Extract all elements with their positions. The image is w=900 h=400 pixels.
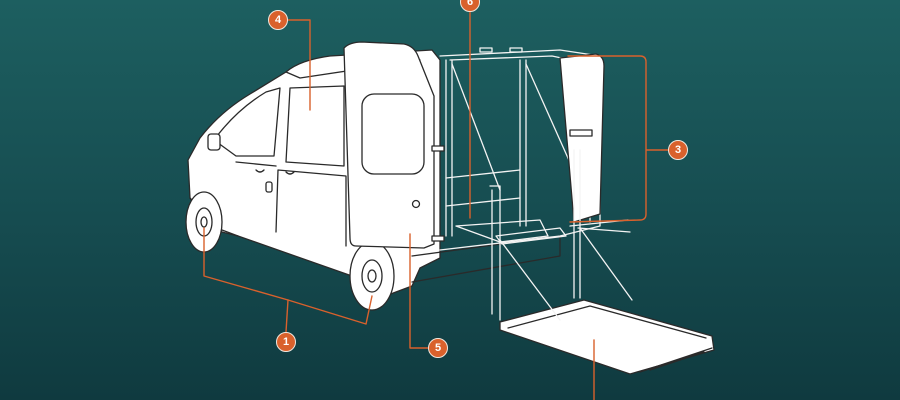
right-door-strut bbox=[573, 149, 581, 299]
front-hub-center bbox=[200, 216, 208, 228]
callout-badge-3: 3 bbox=[668, 140, 688, 160]
door-hinge-upper bbox=[431, 145, 445, 152]
lift-mast-right bbox=[519, 59, 527, 227]
door-handle bbox=[265, 181, 273, 193]
lift-step bbox=[495, 227, 567, 245]
lift-seat bbox=[455, 219, 549, 243]
side-window bbox=[285, 85, 345, 167]
lift-mast-left bbox=[445, 59, 453, 237]
rear-hub-center bbox=[367, 269, 377, 283]
rear-door-left bbox=[343, 41, 445, 249]
platform-support bbox=[499, 227, 633, 321]
callout-badge-1: 1 bbox=[276, 332, 296, 352]
rear-hub bbox=[361, 259, 383, 293]
rear-door-window bbox=[361, 93, 425, 175]
platform-edge bbox=[507, 305, 707, 339]
door-grip bbox=[255, 169, 295, 175]
leader-5 bbox=[409, 233, 429, 349]
door-hinge-lower bbox=[431, 235, 445, 242]
leader-4 bbox=[287, 19, 311, 111]
lift-cross-bar bbox=[445, 169, 521, 207]
lift-diagonal bbox=[451, 63, 577, 191]
side-mirror bbox=[207, 133, 221, 151]
lift-arm bbox=[489, 185, 501, 321]
side-panel-line bbox=[235, 161, 347, 247]
callout-badge-5: 5 bbox=[428, 338, 448, 358]
callout-badge-4: 4 bbox=[268, 10, 288, 30]
platform-ramp bbox=[639, 347, 713, 373]
lift-assembly bbox=[445, 59, 577, 321]
right-door-hinge bbox=[569, 129, 593, 137]
leader-lines bbox=[203, 7, 669, 400]
roof-bracket-1 bbox=[479, 47, 493, 53]
rear-sill bbox=[411, 235, 561, 283]
leader-3 bbox=[567, 55, 669, 223]
roof-bracket-2 bbox=[509, 47, 523, 53]
windshield bbox=[213, 87, 281, 157]
rear-wheel bbox=[349, 241, 395, 311]
leader-1-stem bbox=[285, 299, 289, 333]
lift-platform bbox=[499, 227, 715, 375]
door-lock bbox=[411, 199, 421, 209]
rear-door-right bbox=[559, 53, 631, 299]
